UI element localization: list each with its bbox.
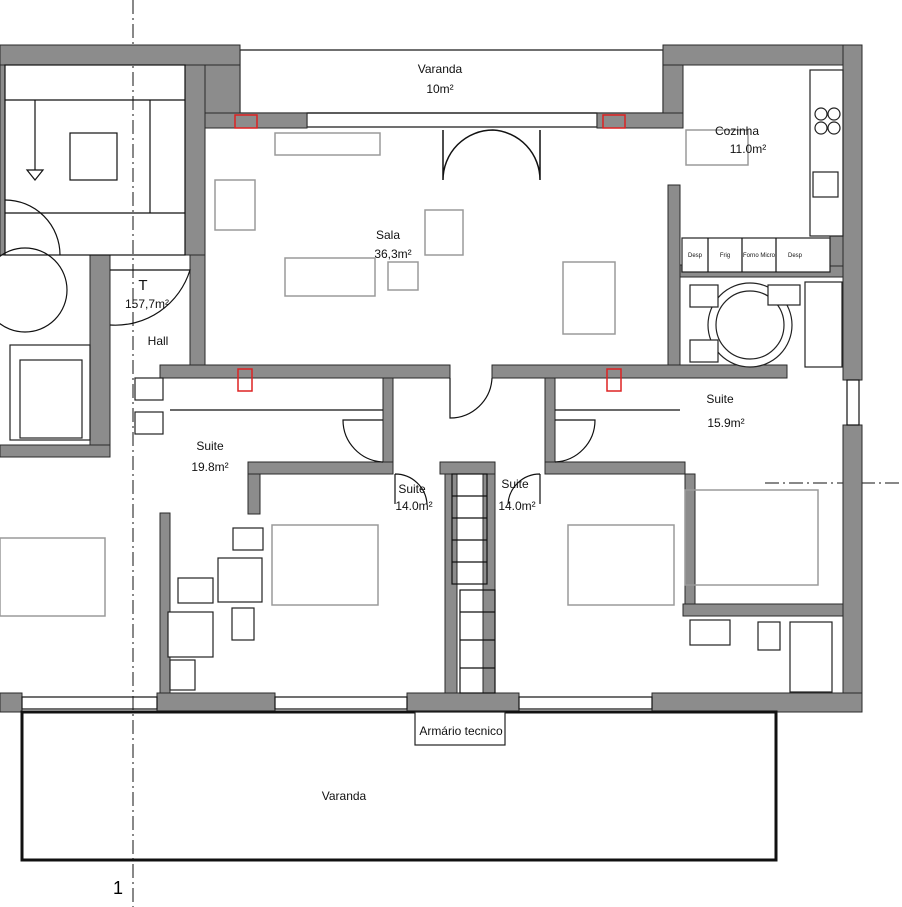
staircase [0, 64, 186, 333]
kitchen-unit-label: Forno Micro [743, 253, 776, 259]
room-name: Suite [501, 477, 529, 491]
room-name: Varanda [322, 789, 367, 803]
kitchen-unit-label: Desp [788, 253, 803, 259]
elevator [9, 344, 91, 441]
room-name: Armário tecnico [419, 724, 503, 738]
room-name: Suite [398, 482, 426, 496]
doors [109, 269, 596, 505]
varanda-bottom-outline [20, 710, 778, 862]
kitchen-fixtures [681, 69, 844, 273]
room-labels: Varanda 10m² Cozinha 11.0m² Sala 36,3m² … [125, 62, 766, 803]
bathroom-fixtures [134, 281, 843, 693]
room-area: 36,3m² [374, 247, 411, 261]
room-name: Suite [196, 439, 224, 453]
room-name: Hall [148, 334, 169, 348]
room-area: 19.8m² [191, 460, 228, 474]
walls [0, 44, 863, 713]
windows [21, 379, 860, 710]
kitchen-unit-label: Desp [688, 253, 703, 259]
room-name: Cozinha [715, 124, 759, 138]
room-area: 15.9m² [707, 416, 744, 430]
axis-label: 1 [113, 878, 123, 898]
storage-stairs [170, 409, 680, 694]
total-area: 157,7m² [125, 297, 169, 311]
sala-furniture [214, 129, 616, 335]
room-name: Varanda [418, 62, 463, 76]
room-area: 14.0m² [498, 499, 535, 513]
sala-window [306, 112, 598, 128]
room-area: 14.0m² [395, 499, 432, 513]
structural-columns [234, 114, 626, 392]
kitchen-unit-label: Frig [720, 253, 730, 259]
room-name: Suite [706, 392, 734, 406]
total-label: T [138, 277, 147, 294]
room-area: 10m² [426, 82, 453, 96]
beds [0, 489, 819, 617]
room-name: Sala [376, 228, 400, 242]
room-area: 11.0m² [730, 142, 766, 156]
armario-tecnico-box [414, 711, 506, 746]
